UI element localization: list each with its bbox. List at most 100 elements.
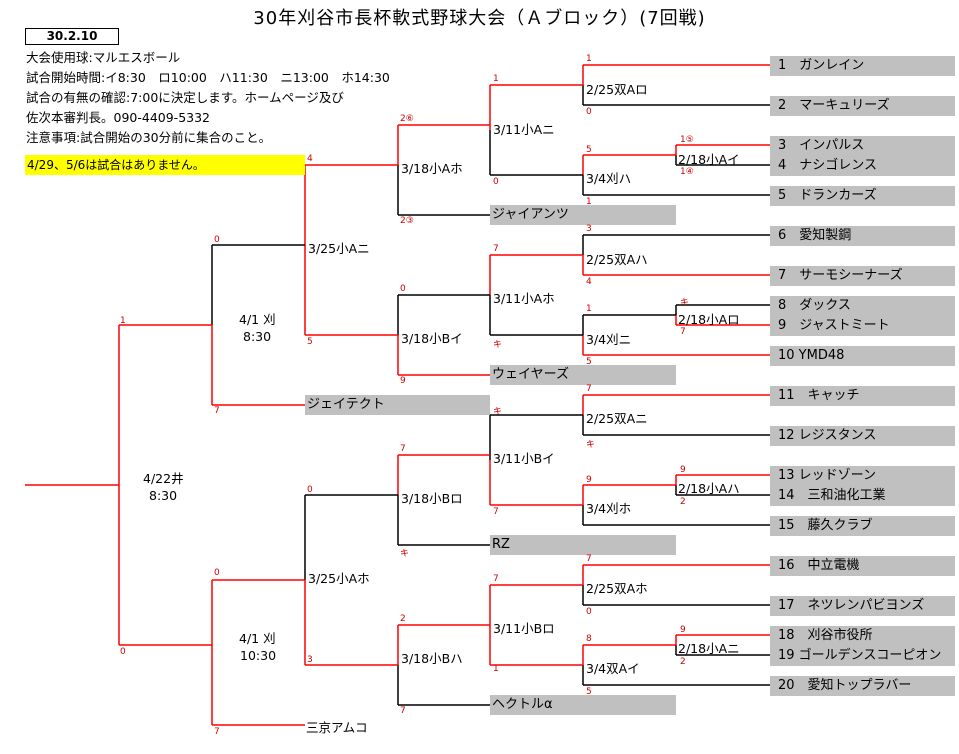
team-label: ヘクトルα [490,695,676,715]
score: 1 [586,54,592,64]
match-time: 10:30 [240,648,277,663]
team-label: 3 インパルス [770,136,955,156]
score: 0 [586,107,592,117]
team-label: 9 ジャストミート [770,316,955,336]
score: 7 [400,706,406,716]
score: 0 [307,485,313,495]
match-label: 3/25小Aニ [308,241,370,256]
match-label: 2/25双Aニ [586,411,648,426]
score: 5 [307,337,313,347]
match-label: 3/4刈ホ [586,501,632,516]
team-label: 19 ゴールデンスコーピオン [770,646,955,666]
score: 1 [586,197,592,207]
score: 2⑥ [400,114,414,124]
team-label: 14 三和油化工業 [770,486,955,506]
match-label: 3/11小Bイ [493,451,555,466]
score: キ [400,549,410,559]
team-label: RZ [490,535,676,555]
score: 0 [400,284,406,294]
match-label: 3/11小Bロ [493,621,555,636]
score: 1 [586,304,592,314]
score: 5 [586,145,592,155]
score: 7 [400,444,406,454]
score: 8 [586,634,592,644]
score: 1 [493,664,499,674]
match-label: 3/4双Aイ [586,661,640,676]
score: 9 [586,475,592,485]
score: 0 [493,177,499,187]
team-label: 17 ネツレンパビヨンズ [770,596,955,616]
score: 3 [307,655,313,665]
match-label: 2/25双Aハ [586,252,648,267]
match-label: 3/18小Bロ [401,491,463,506]
match-label: 2/18小Aニ [678,641,740,656]
match-label: 3/11小Aホ [493,291,555,306]
score: 7 [586,554,592,564]
score: 2 [680,497,686,507]
match-label: 2/18小Aイ [678,152,740,167]
date-box: 30.2.10 [25,28,119,45]
score: キ [493,407,503,417]
score: 1④ [680,167,694,177]
score: キ [586,440,596,450]
score: 7 [214,406,220,416]
info-start-times: 試合開始時間:イ8:30 ロ10:00 ハ11:30 ニ13:00 ホ14:30 [26,70,390,85]
score: キ [680,298,690,308]
match-label: 2/18小Aハ [678,481,740,496]
team-label: 12 レジスタンス [770,426,955,446]
match-label: 3/18小Bイ [401,331,463,346]
match-label: 4/1 刈 [239,312,276,327]
score: 2 [400,614,406,624]
score: 9 [680,465,686,475]
score: 0 [214,568,220,578]
team-label: 10 YMD48 [770,346,955,366]
score: 7 [493,507,499,517]
score: 5 [586,687,592,697]
match-label: 3/18小Bハ [401,651,463,666]
match-label: 3/4刈ニ [586,332,632,347]
score: 7 [493,574,499,584]
score: 7 [214,727,220,737]
team-label: ジャイアンツ [490,205,676,225]
score: 0 [214,235,220,245]
match-time: 8:30 [243,329,272,344]
team-label-plain: 三京アムコ [306,720,368,735]
score: 0 [120,647,126,657]
match-label: 2/18小Aロ [678,312,740,327]
info-umpire-contact: 佐次本審判長。090-4409-5332 [26,110,211,125]
match-label: 3/18小Aホ [401,161,463,176]
team-label: ジェイテクト [305,395,490,415]
team-label: 16 中立電機 [770,556,955,576]
info-notes: 注意事項:試合開始の30分前に集合のこと。 [26,130,272,145]
score: キ [493,340,503,350]
team-label: 18 刈谷市役所 [770,626,955,646]
score: 7 [680,327,686,337]
match-time: 8:30 [149,488,178,503]
match-label: 3/25小Aホ [308,571,370,586]
score: 7 [493,244,499,254]
info-confirmation: 試合の有無の確認:7:00に決定します。ホームページ及び [26,90,344,105]
team-label: 2 マーキュリーズ [770,96,955,116]
score: 5 [586,357,592,367]
score: 1 [120,316,126,326]
score: 3 [586,224,592,234]
team-label: 8 ダックス [770,296,955,316]
score: 0 [586,607,592,617]
score: 4 [307,154,313,164]
match-label: 2/25双Aロ [586,82,648,97]
score: 1 [493,74,499,84]
match-label: 3/4刈ハ [586,171,632,186]
team-label: 15 藤久クラブ [770,516,955,536]
match-label: 4/22井 [143,471,184,486]
team-label: 13 レッドゾーン [770,466,955,486]
team-label: ウェイヤーズ [490,365,676,385]
score: 7 [586,384,592,394]
score: 1⑤ [680,135,694,145]
no-game-notice: 4/29、5/6は試合はありません。 [25,155,305,175]
team-label: 4 ナシゴレンス [770,156,955,176]
page-title: 30年刈谷市長杯軟式野球大会（Ａブロック）(7回戦) [253,8,706,29]
score: 2 [680,657,686,667]
match-label: 3/11小Aニ [493,122,555,137]
team-label: 1 ガンレイン [770,56,955,76]
